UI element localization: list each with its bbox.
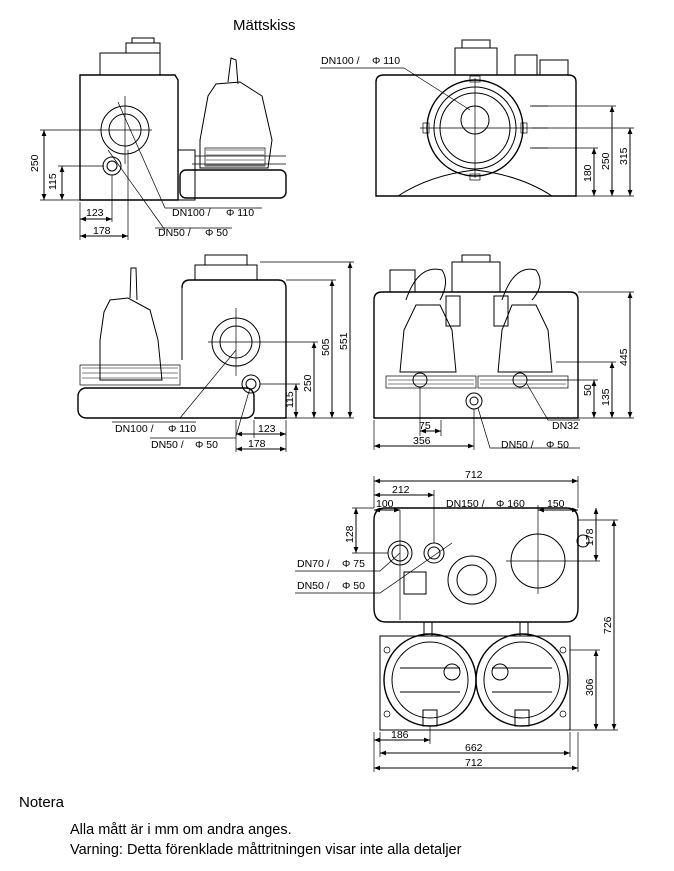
dims-view-5: 712 212 100 150 DN150 / Φ 160 128 178 72…: [295, 469, 618, 772]
label-phi50-b: Φ 50: [195, 439, 218, 451]
label-phi50-d: Φ 50: [342, 580, 365, 592]
dim-123-b: 123: [258, 423, 276, 435]
label-phi110-b: Φ 110: [372, 55, 400, 67]
dim-712-top: 712: [465, 469, 483, 481]
dim-180: 180: [582, 164, 594, 182]
label-phi110-c: Φ 110: [168, 423, 196, 435]
dim-356: 356: [413, 435, 431, 447]
dim-505: 505: [320, 338, 332, 356]
dims-view-2: DN100 / Φ 110 315 180 250: [320, 55, 634, 197]
dim-123-a: 123: [86, 207, 104, 219]
dim-726: 726: [602, 616, 614, 634]
label-dn100-a: DN100 /: [172, 207, 211, 219]
dim-115-a: 115: [47, 173, 59, 190]
note-warning: Varning: Detta förenklade måttritningen …: [70, 842, 462, 858]
label-phi50-c: Φ 50: [546, 439, 569, 451]
dim-150: 150: [547, 498, 565, 510]
dim-178-a: 178: [93, 225, 111, 237]
dims-view-1: 250 115 123 178 DN100 / Φ 110 DN50 / Φ 5…: [29, 129, 262, 240]
view-end-right: [375, 39, 577, 197]
label-dn50-a: DN50 /: [158, 227, 191, 239]
label-dn50-b: DN50 /: [151, 439, 184, 451]
label-dn100-b: DN100 /: [321, 55, 360, 67]
label-phi50-a: Φ 50: [205, 227, 228, 239]
dim-186: 186: [391, 729, 409, 741]
dim-115-b: 115: [284, 391, 296, 408]
drawing-title: Mättskiss: [233, 17, 296, 34]
view-front: [373, 254, 579, 419]
dim-712-bottom: 712: [465, 757, 483, 769]
label-phi75: Φ 75: [342, 558, 365, 570]
dim-178-b: 178: [248, 438, 266, 450]
dim-135: 135: [600, 388, 612, 406]
dim-445: 445: [618, 348, 630, 366]
dim-551: 551: [338, 332, 350, 350]
label-phi160: Φ 160: [496, 498, 525, 510]
dim-75: 75: [419, 420, 431, 432]
label-dn50-c: DN50 /: [501, 439, 534, 451]
dim-128: 128: [344, 525, 356, 543]
notes-title: Notera: [19, 794, 65, 811]
view-side-left: [79, 37, 287, 231]
view-plan: [373, 507, 590, 731]
label-dn50-d: DN50 /: [297, 580, 330, 592]
dim-662: 662: [465, 742, 483, 754]
label-dn150: DN150 /: [446, 498, 485, 510]
dim-178-c: 178: [584, 528, 596, 546]
dim-50: 50: [582, 384, 594, 396]
dim-315: 315: [618, 147, 630, 165]
dim-250-a: 250: [29, 154, 41, 172]
label-phi110-a: Φ 110: [226, 207, 254, 219]
dim-100: 100: [376, 498, 394, 510]
dims-view-4: 445 50 135 75 356 DN50 / Φ 50 DN32: [373, 291, 634, 451]
label-dn100-c: DN100 /: [115, 423, 154, 435]
dims-view-3: 551 505 250 115 123 178 DN100 / Φ 110 DN…: [112, 261, 354, 452]
label-dn32: DN32: [552, 420, 579, 432]
dim-250-c: 250: [302, 374, 314, 392]
label-dn70: DN70 /: [297, 558, 330, 570]
view-side-middle: [77, 254, 287, 437]
dim-212: 212: [392, 484, 410, 496]
dim-250-b: 250: [600, 152, 612, 170]
note-units: Alla mått är i mm om andra anges.: [70, 822, 292, 838]
dim-306: 306: [584, 678, 596, 696]
